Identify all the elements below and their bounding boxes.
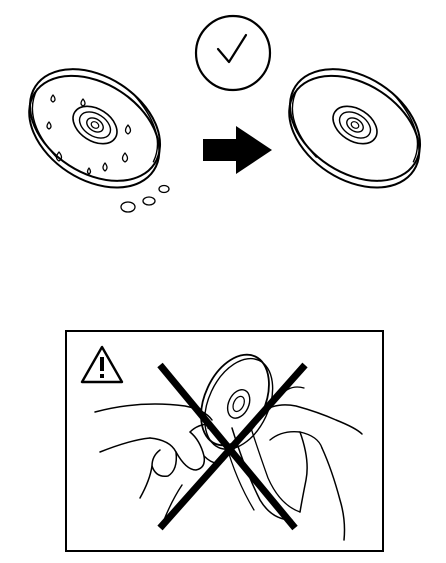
bottom-panel [66, 331, 383, 551]
check-circle-icon [196, 16, 270, 90]
arrow-right-icon [203, 126, 272, 174]
top-panel [6, 16, 443, 212]
falling-drops [121, 186, 169, 213]
prohibited-x-mark [160, 365, 305, 528]
wet-disc [6, 46, 183, 212]
hands-wiping-disc [95, 344, 362, 540]
clean-disc [266, 46, 443, 211]
warning-triangle-icon [82, 347, 122, 382]
